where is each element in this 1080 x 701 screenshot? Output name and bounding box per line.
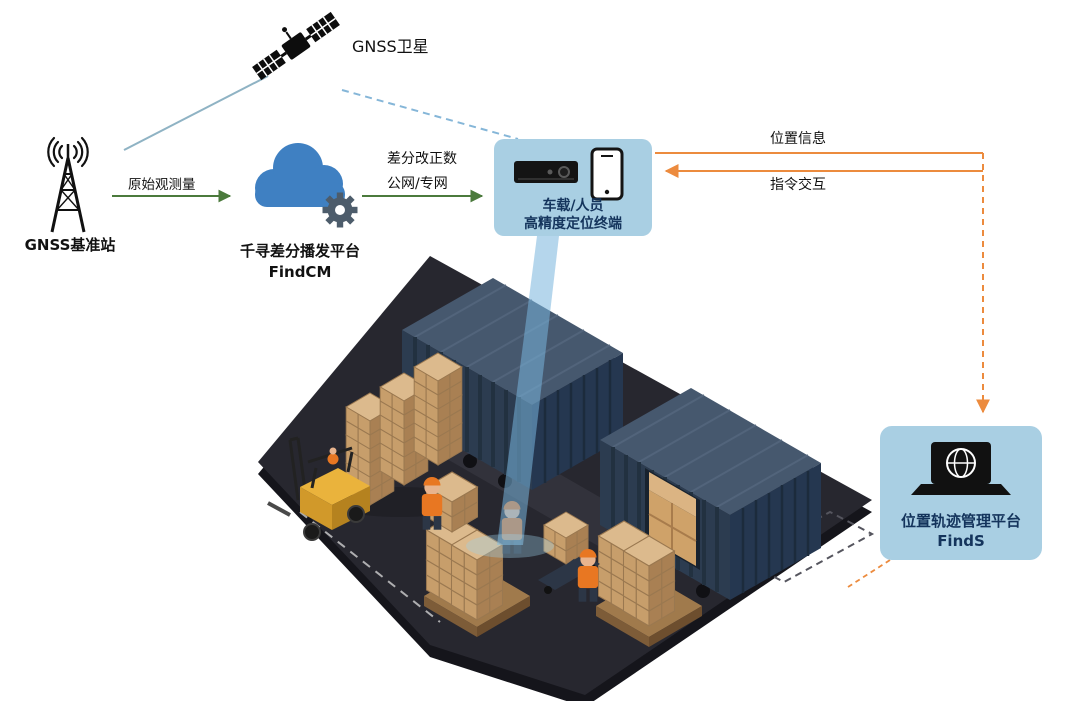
vehicle-receiver-icon <box>514 161 578 183</box>
terminal-icons <box>514 147 624 201</box>
cloud-platform-name: 千寻差分播发平台 <box>239 242 360 260</box>
management-platform-node: 位置轨迹管理平台 FindS <box>880 426 1042 560</box>
base-station-label: GNSS基准站 <box>24 236 116 254</box>
lane-marking <box>299 511 441 623</box>
satellite-to-base-link <box>123 75 269 151</box>
forklift-icon <box>267 436 370 541</box>
terminal-node: 车载/人员 高精度定位终端 <box>494 139 652 236</box>
gear-icon <box>322 192 358 228</box>
finds-to-yard-link <box>847 559 891 588</box>
position-info-label: 位置信息 <box>770 131 826 147</box>
cloud-icon <box>255 143 358 228</box>
smartphone-icon <box>590 147 624 201</box>
correction-label-line2: 公网/专网 <box>387 176 448 192</box>
terminal-label-line1: 车载/人员 <box>542 198 604 214</box>
warehouse-illustration <box>258 236 875 701</box>
positioning-beam <box>466 236 559 558</box>
raw-observation-label: 原始观测量 <box>128 177 196 193</box>
satellite-label: GNSS卫星 <box>352 37 429 56</box>
management-platform-product: FindS <box>937 532 985 550</box>
command-interaction-label: 指令交互 <box>770 177 826 193</box>
management-platform-name: 位置轨迹管理平台 <box>900 512 1021 530</box>
base-station-icon <box>47 136 89 233</box>
gnss-satellite-icon <box>252 11 340 81</box>
terminal-label-line2: 高精度定位终端 <box>524 216 622 232</box>
pallet-stack-bottom-middle <box>424 514 530 637</box>
pallet-stack-bottom-right <box>596 520 702 647</box>
satellite-to-terminal-link <box>341 89 519 140</box>
correction-label-line1: 差分改正数 <box>387 151 457 167</box>
cloud-platform-product: FindCM <box>268 263 332 281</box>
container-2 <box>600 388 821 600</box>
laptop-globe-icon <box>911 442 1011 495</box>
